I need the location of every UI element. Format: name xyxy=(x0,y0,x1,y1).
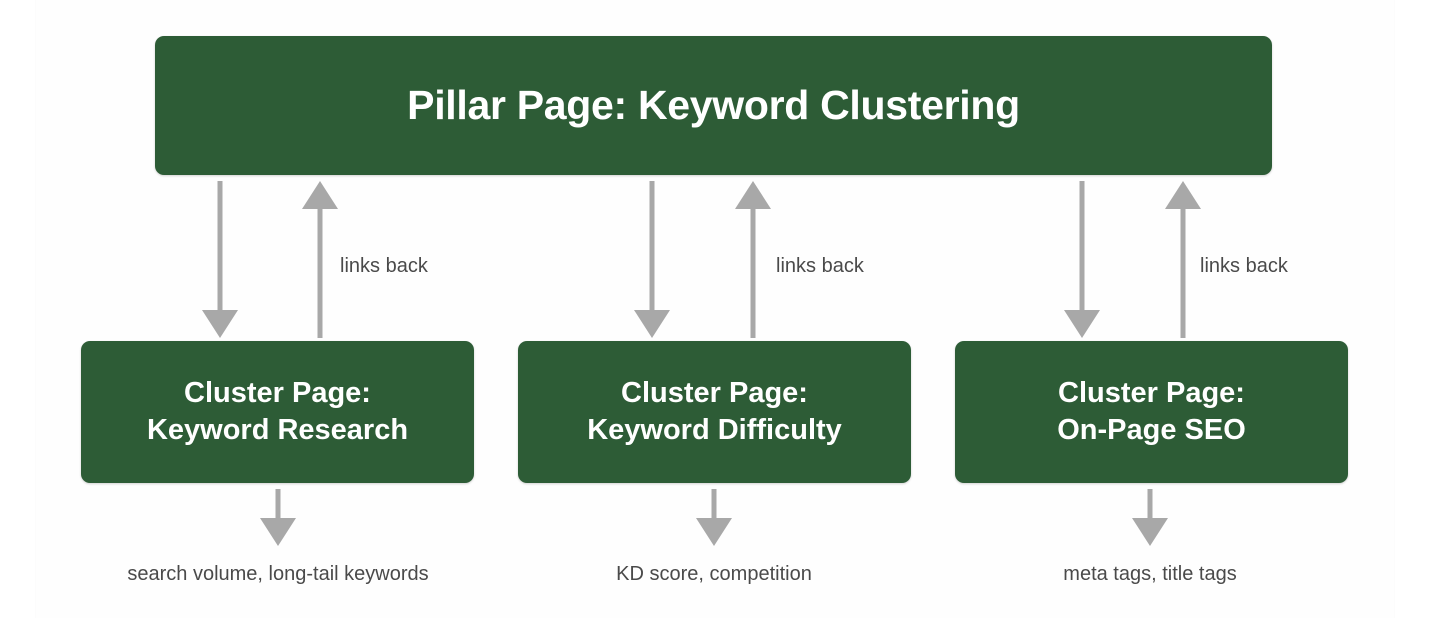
cluster-label-line-2: On-Page SEO xyxy=(1057,414,1246,446)
cluster-detail-label-1: search volume, long-tail keywords xyxy=(127,563,429,585)
links-back-label-3: links back xyxy=(1200,255,1288,277)
cluster-node-label: Cluster Page: Keyword Research xyxy=(137,375,418,449)
cluster-page-node-on-page-seo[interactable]: Cluster Page: On-Page SEO xyxy=(955,341,1348,483)
cluster-node-label: Cluster Page: Keyword Difficulty xyxy=(577,375,852,449)
cluster-label-line-1: Cluster Page: xyxy=(1058,376,1245,409)
cluster-label-line-1: Cluster Page: xyxy=(184,376,371,409)
cluster-node-label: Cluster Page: On-Page SEO xyxy=(1047,375,1256,449)
pillar-page-label: Pillar Page: Keyword Clustering xyxy=(407,81,1020,128)
cluster-detail-label-3: meta tags, title tags xyxy=(1063,563,1237,585)
links-back-label-1: links back xyxy=(340,255,428,277)
cluster-label-line-2: Keyword Research xyxy=(146,414,409,446)
cluster-page-node-keyword-research[interactable]: Cluster Page: Keyword Research xyxy=(81,341,474,483)
cluster-label-line-2: Keyword Difficulty xyxy=(587,414,842,446)
links-back-label-2: links back xyxy=(776,255,864,277)
cluster-page-node-keyword-difficulty[interactable]: Cluster Page: Keyword Difficulty xyxy=(518,341,911,483)
cluster-detail-label-2: KD score, competition xyxy=(616,563,812,585)
pillar-page-node[interactable]: Pillar Page: Keyword Clustering xyxy=(155,36,1272,175)
cluster-label-line-1: Cluster Page: xyxy=(621,376,808,409)
